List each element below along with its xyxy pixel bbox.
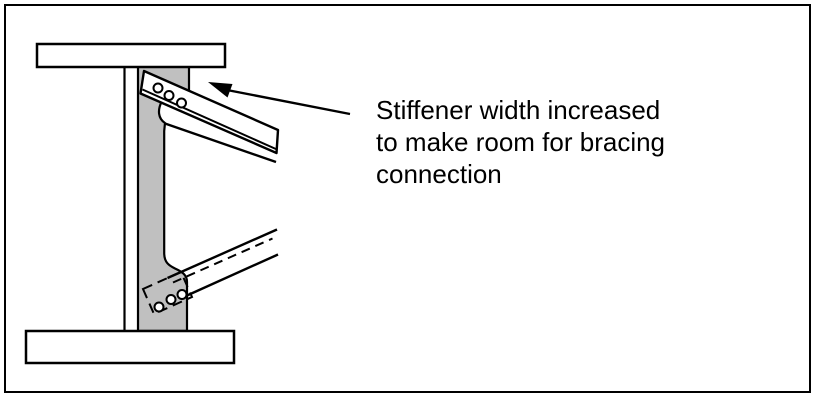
callout-text-line3: connection <box>376 159 502 189</box>
bolt-hole <box>152 82 164 94</box>
callout-text-line1: Stiffener width increased <box>376 95 661 125</box>
girder-stiffener-diagram <box>24 42 351 365</box>
top-brace-heel-line <box>142 88 278 151</box>
callout-leader-line <box>226 88 351 116</box>
callout-text: Stiffener width increased to make room f… <box>376 94 706 190</box>
bolt-hole <box>165 294 177 305</box>
top-bracing-member <box>139 69 280 155</box>
bolt-hole <box>163 90 175 101</box>
bolt-hole <box>153 301 165 313</box>
bottom-brace-hidden-edge <box>172 237 273 284</box>
callout-arrowhead-icon <box>208 82 233 98</box>
bottom-flange <box>24 329 236 365</box>
bolt-hole <box>176 289 188 300</box>
callout-text-line2: to make room for bracing <box>376 127 666 157</box>
bottom-brace-bottom-edge <box>186 253 279 297</box>
bottom-brace-top-edge <box>167 228 278 280</box>
top-brace-leg-edge <box>164 122 277 164</box>
bolt-hole <box>176 97 187 109</box>
top-flange <box>35 42 227 69</box>
gusset-plate-hidden-outline <box>141 270 194 316</box>
figure-frame: Stiffener width increased to make room f… <box>4 4 811 393</box>
stiffener-plate <box>136 64 191 333</box>
